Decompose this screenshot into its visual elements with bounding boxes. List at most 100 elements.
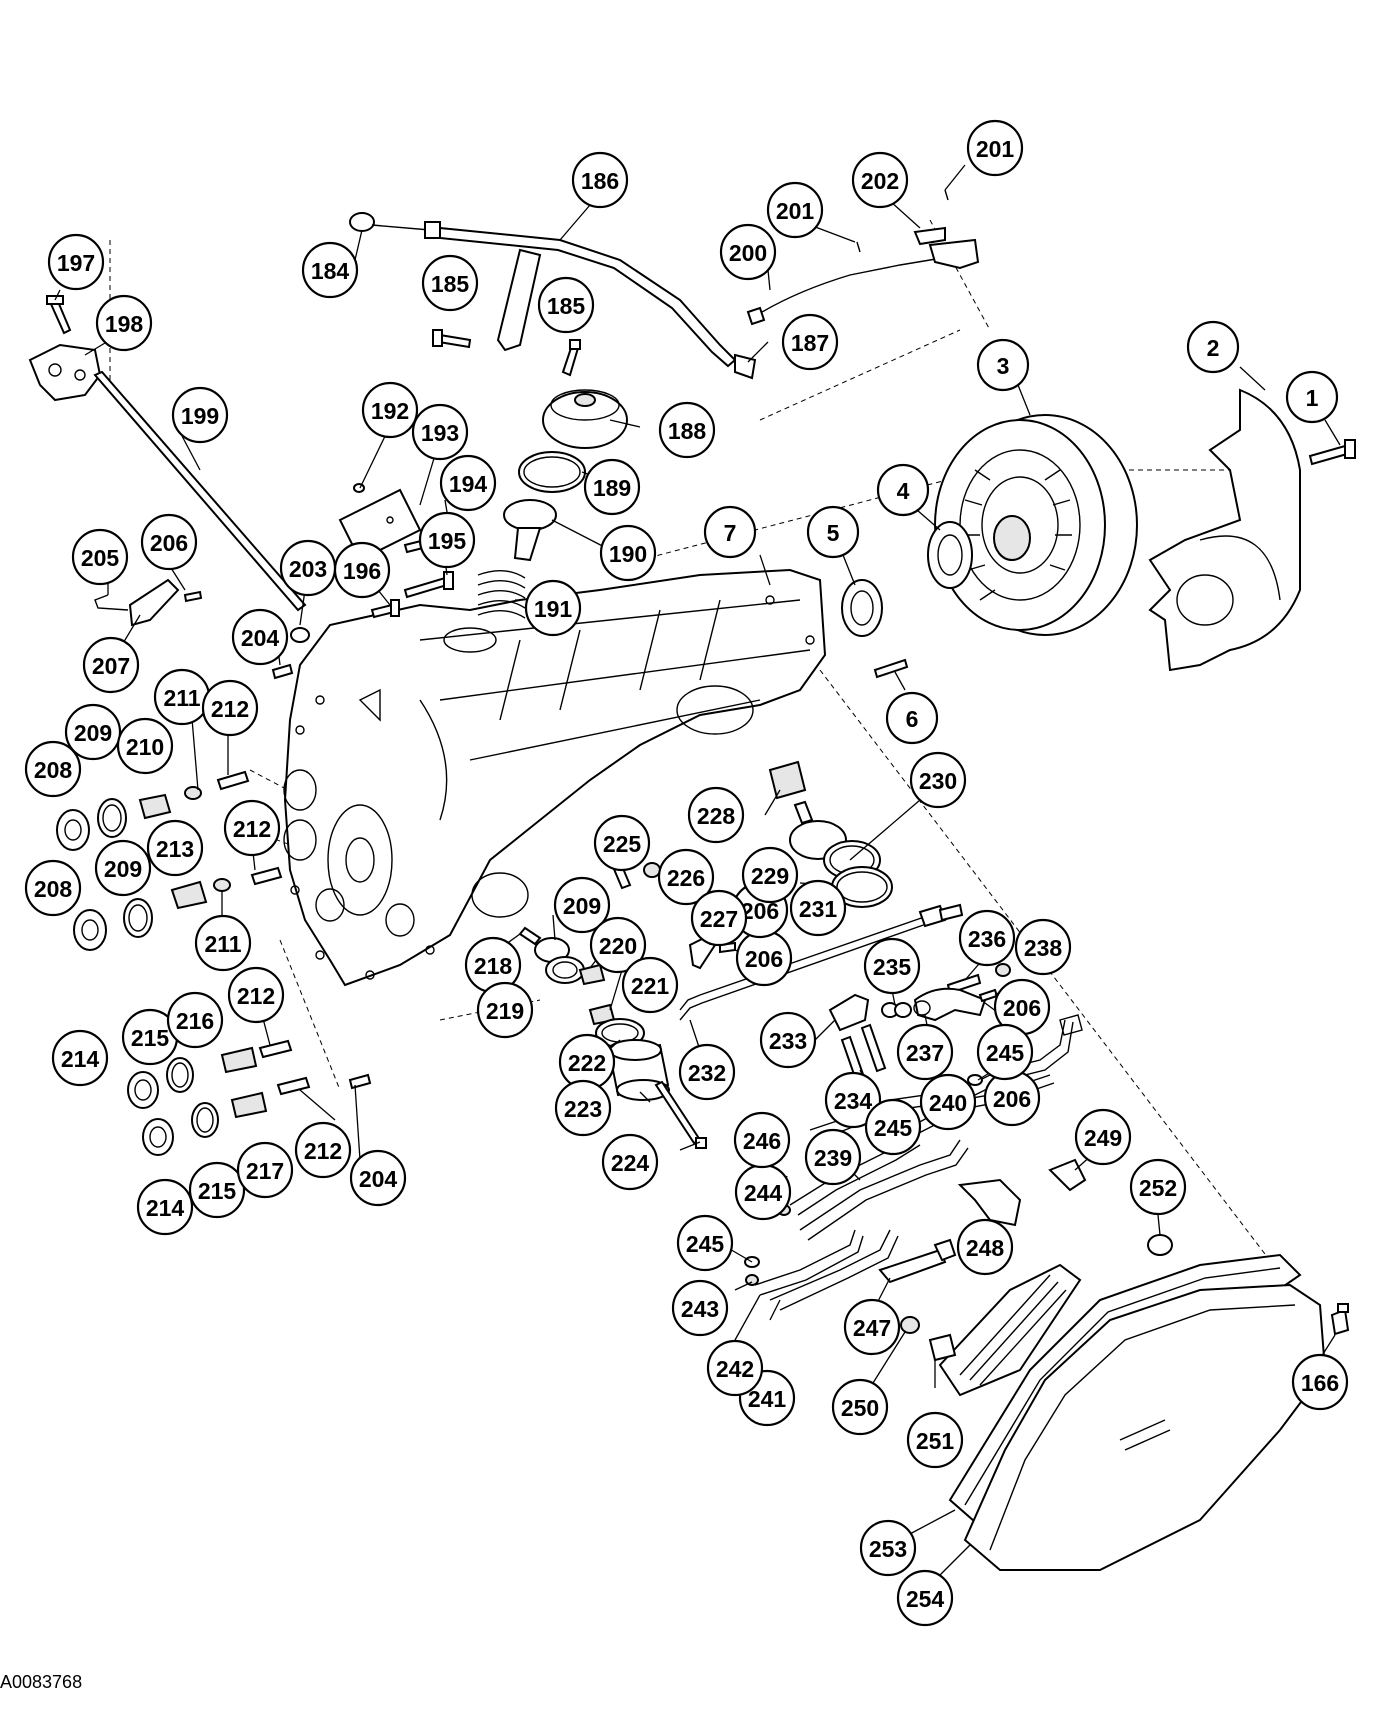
lever-207 (94, 578, 180, 627)
callout-223: 223 (554, 1079, 612, 1137)
callout-label: 224 (611, 1150, 650, 1176)
callout-label: 194 (449, 471, 488, 497)
callout-label: 189 (593, 475, 631, 501)
callout-label: 204 (359, 1166, 398, 1192)
filter-251 (928, 1263, 1082, 1397)
callout-label: 186 (581, 168, 619, 194)
spring-217 (230, 1091, 268, 1119)
callout-label: 254 (906, 1586, 945, 1612)
ring-209b (123, 898, 153, 938)
callout-244: 244 (734, 1163, 792, 1221)
callout-221: 221 (621, 956, 679, 1014)
callout-202: 202 (851, 151, 909, 209)
callout-label: 227 (700, 906, 738, 932)
ring-219 (545, 956, 585, 984)
pin-206c (978, 988, 999, 1003)
bushing-235 (881, 1002, 912, 1018)
check-211b (213, 878, 231, 892)
callout-1: 1 (1285, 370, 1339, 424)
callout-206: 206 (140, 513, 198, 571)
callout-185: 185 (421, 254, 479, 312)
callout-208: 208 (24, 859, 82, 917)
callout-label: 242 (716, 1356, 754, 1382)
callout-label: 206 (745, 946, 783, 972)
ring-215a (166, 1057, 194, 1093)
callout-192: 192 (361, 381, 419, 439)
seal-ring-189 (518, 451, 586, 493)
callout-222: 222 (558, 1033, 616, 1091)
callout-label: 215 (198, 1178, 237, 1204)
callout-label: 245 (874, 1115, 913, 1141)
callout-188: 188 (658, 401, 716, 459)
callout-212: 212 (294, 1121, 352, 1179)
cap-214b (142, 1118, 174, 1156)
callout-label: 205 (81, 545, 120, 571)
lever-237 (913, 987, 987, 1022)
callout-label: 215 (131, 1025, 170, 1051)
callout-label: 239 (814, 1145, 852, 1171)
plug-238 (995, 963, 1011, 977)
callout-label: 213 (156, 836, 194, 862)
callout-label: 212 (237, 983, 275, 1009)
sensor-harness (746, 189, 980, 326)
callout-227: 227 (690, 889, 748, 947)
pin-206a (183, 590, 203, 603)
ring-209a (97, 798, 127, 838)
pin-6 (873, 658, 909, 679)
callout-label: 253 (869, 1536, 907, 1562)
callout-label: 166 (1301, 1370, 1339, 1396)
callout-label: 190 (609, 541, 647, 567)
callout-label: 218 (474, 953, 513, 979)
bolt-1 (1308, 439, 1356, 466)
servo-cover-188 (542, 389, 628, 449)
callout-label: 212 (304, 1138, 342, 1164)
callout-label: 228 (697, 803, 736, 829)
callout-label: 208 (34, 757, 73, 783)
bracket-249 (1048, 1158, 1087, 1192)
callout-220: 220 (589, 916, 647, 974)
callout-label: 249 (1084, 1125, 1122, 1151)
callout-label: 187 (791, 330, 829, 356)
magnet-252 (1147, 1234, 1173, 1256)
callout-label: 211 (204, 931, 241, 957)
tube-242 (754, 1229, 864, 1296)
bracket-233 (828, 993, 870, 1032)
callout-242: 242 (706, 1339, 764, 1397)
callout-243: 243 (671, 1279, 729, 1337)
bracket-248 (957, 1178, 1022, 1227)
callout-label: 210 (126, 734, 164, 760)
callout-label: 235 (873, 954, 912, 980)
callout-245: 245 (976, 1023, 1034, 1081)
callout-232: 232 (678, 1043, 736, 1101)
pin-212b (250, 866, 283, 886)
pin-212a (216, 770, 250, 791)
callout-label: 237 (906, 1040, 944, 1066)
callout-label: 234 (834, 1088, 873, 1114)
seal-5 (841, 579, 883, 637)
callout-204: 204 (349, 1149, 407, 1207)
callout-label: 1 (1306, 385, 1319, 411)
callout-211: 211 (153, 668, 211, 726)
callout-215: 215 (121, 1008, 179, 1066)
callout-label: 206 (993, 1086, 1031, 1112)
oil-pan-254 (963, 1283, 1327, 1571)
plug-226 (643, 862, 661, 878)
callout-4: 4 (876, 463, 930, 517)
callout-245: 245 (864, 1098, 922, 1156)
callout-label: 226 (667, 865, 705, 891)
callout-198: 198 (95, 294, 153, 352)
bolt-195 (403, 571, 454, 599)
shaft-199 (93, 370, 307, 612)
callout-label: 209 (74, 720, 112, 746)
bolt-224 (654, 1080, 707, 1149)
callout-label: 209 (104, 856, 142, 882)
callout-225: 225 (593, 814, 651, 872)
callout-199: 199 (171, 386, 229, 444)
callout-label: 5 (827, 520, 840, 546)
callout-201: 201 (766, 181, 824, 239)
callout-213: 213 (146, 819, 204, 877)
callout-187: 187 (781, 313, 839, 371)
callout-235: 235 (863, 937, 921, 995)
callout-label: 236 (968, 926, 1006, 952)
bolt-185a (432, 329, 472, 349)
